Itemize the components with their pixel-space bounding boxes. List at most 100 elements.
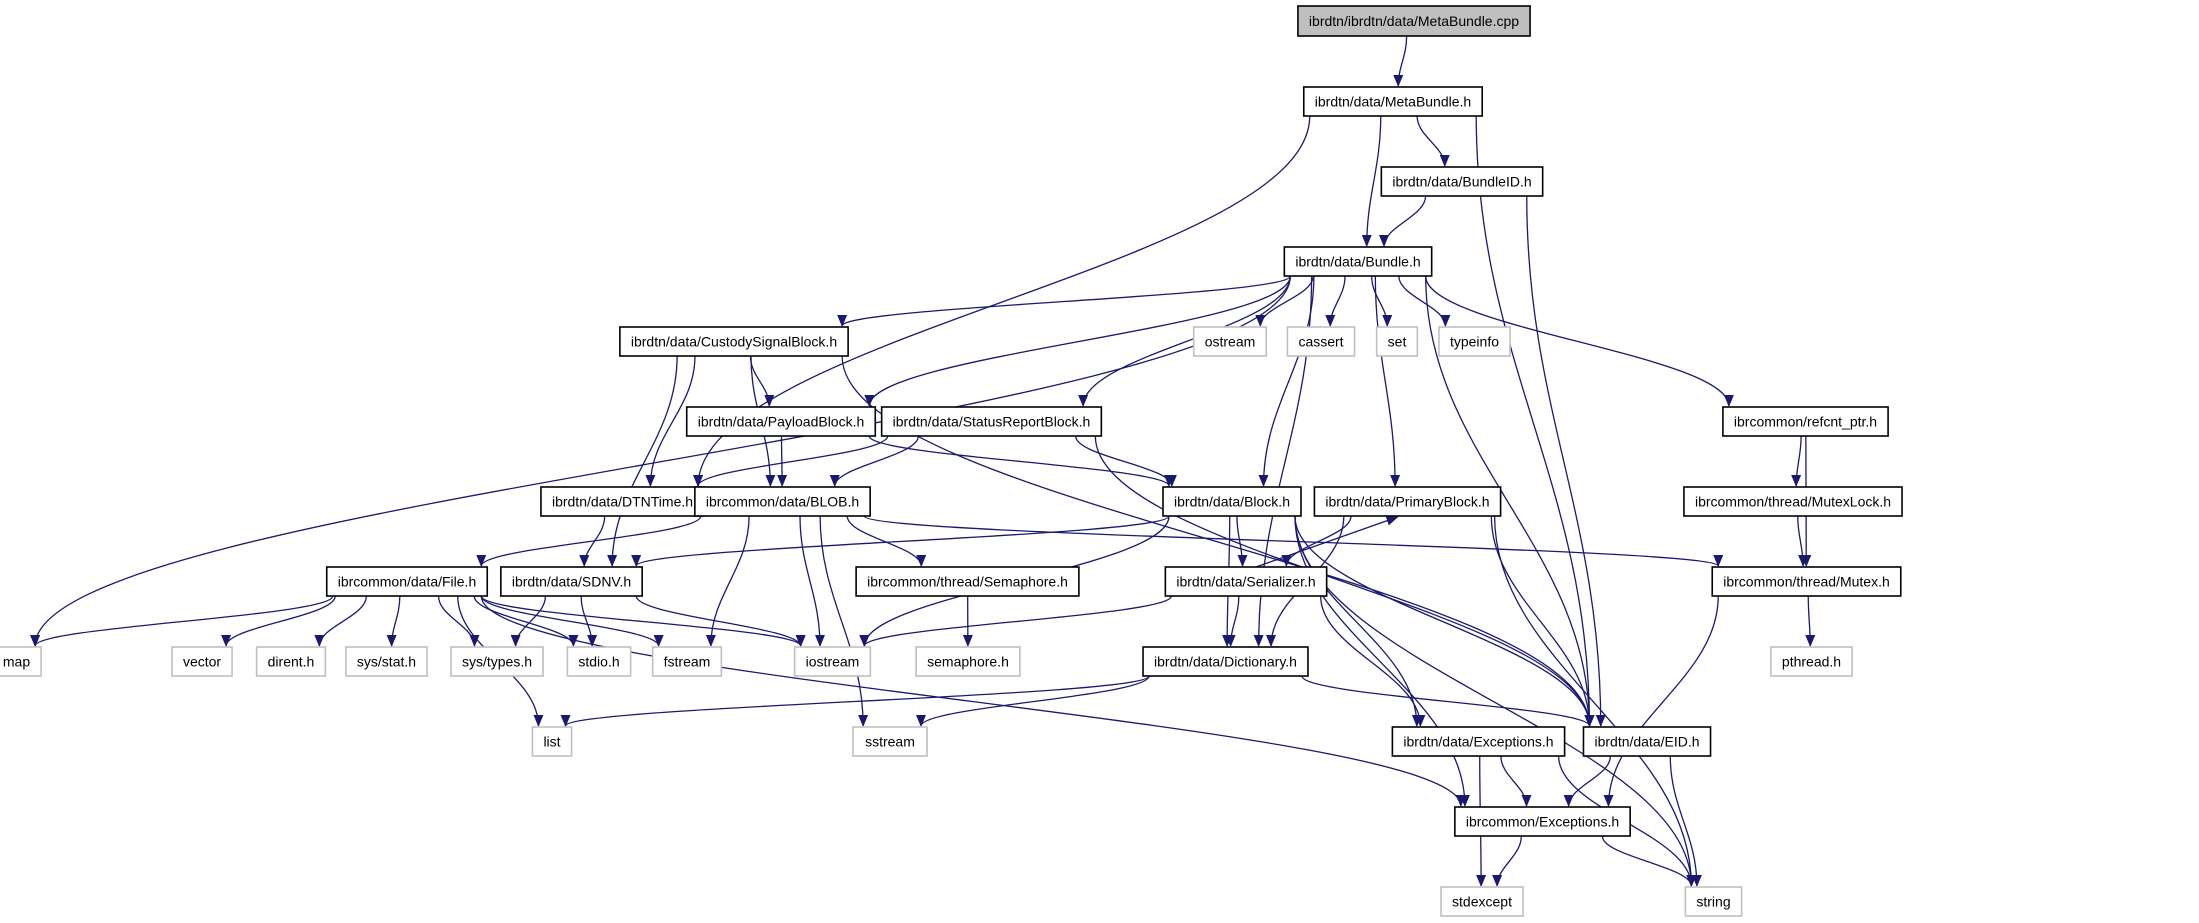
edge-bundle_h-to-custody_h <box>837 275 1291 327</box>
edge-serializer_h-to-iostream <box>859 595 1172 647</box>
node-box <box>1391 726 1566 757</box>
edge-line <box>1500 755 1532 807</box>
edge-bundle_h-to-status_h <box>1078 275 1291 407</box>
node-label: ibrdtn/data/Block.h <box>1174 494 1290 510</box>
node-box <box>345 646 428 677</box>
edge-file_h-to-iostream <box>480 595 806 647</box>
node-box <box>1380 166 1544 197</box>
node-box <box>1313 486 1502 517</box>
edge-primary_h-to-eid_h <box>1490 515 1595 727</box>
edge-mutex_h-to-commonexc_h <box>1603 595 1719 807</box>
node-refcnt-h[interactable]: ibrcommon/refcnt_ptr.h <box>1722 406 1889 437</box>
edge-line <box>1301 675 1595 727</box>
node-label: ibrdtn/data/Exceptions.h <box>1403 734 1553 750</box>
edge-commonexc_h-to-string <box>1601 835 1697 887</box>
node-box <box>325 566 489 597</box>
node-box <box>1438 326 1511 357</box>
node-box <box>171 646 233 677</box>
edge-line <box>1490 515 1595 727</box>
node-label: ibrcommon/thread/MutexLock.h <box>1695 494 1891 510</box>
node-commonexc-h[interactable]: ibrcommon/Exceptions.h <box>1454 806 1631 837</box>
node-payload-h[interactable]: ibrdtn/data/PayloadBlock.h <box>685 406 877 437</box>
edge-line <box>1371 275 1393 327</box>
edge-line <box>1475 115 1595 727</box>
node-label: ibrdtn/data/StatusReportBlock.h <box>893 414 1091 430</box>
node-box <box>1454 806 1631 837</box>
node-box <box>1297 5 1531 37</box>
node-label: ibrcommon/thread/Semaphore.h <box>867 574 1068 590</box>
node-dtnexc-h[interactable]: ibrdtn/data/Exceptions.h <box>1391 726 1566 757</box>
edge-bundle_h-to-refcnt_h <box>1425 275 1734 407</box>
edge-eid_h-to-commonexc_h <box>1563 755 1612 807</box>
edge-line <box>476 515 702 567</box>
node-box <box>450 646 544 677</box>
edge-bundle_h-to-set <box>1371 275 1393 327</box>
node-metabundle-h[interactable]: ibrdtn/data/MetaBundle.h <box>1302 86 1484 117</box>
node-box <box>1283 246 1433 277</box>
node-pthread: pthread.h <box>1770 646 1853 677</box>
edge-line <box>819 515 869 727</box>
edge-line <box>314 595 368 647</box>
edge-line <box>1425 275 1595 727</box>
node-box <box>793 646 872 677</box>
edge-line <box>916 675 1150 727</box>
edge-line <box>510 595 547 647</box>
node-metabundle-cpp[interactable]: ibrdtn/ibrdtn/data/MetaBundle.cpp <box>1297 5 1531 37</box>
node-custody-h[interactable]: ibrdtn/data/CustodySignalBlock.h <box>619 326 849 357</box>
node-label: vector <box>183 654 221 670</box>
edge-bundle_h-to-cassert <box>1325 275 1346 327</box>
edge-line <box>1374 275 1401 487</box>
node-dtntime-h[interactable]: ibrdtn/data/DTNTime.h <box>540 486 705 517</box>
edge-sdnv_h-to-systypes <box>510 595 547 647</box>
edge-bundleid_h-to-eid_h <box>1526 195 1606 727</box>
edge-line <box>1258 275 1315 487</box>
node-primary-h[interactable]: ibrdtn/data/PrimaryBlock.h <box>1313 486 1502 517</box>
edge-line <box>1393 35 1408 87</box>
node-mutex-h[interactable]: ibrcommon/thread/Mutex.h <box>1711 566 1902 597</box>
node-label: ibrdtn/ibrdtn/data/MetaBundle.cpp <box>1309 13 1519 29</box>
edge-sdnv_h-to-stdio <box>580 595 598 647</box>
edge-file_h-to-stdio <box>473 595 579 647</box>
node-semaphore-h[interactable]: ibrcommon/thread/Semaphore.h <box>855 566 1080 597</box>
node-label: ibrcommon/Exceptions.h <box>1466 814 1619 830</box>
edge-line <box>749 355 775 407</box>
node-block-h[interactable]: ibrdtn/data/Block.h <box>1162 486 1302 517</box>
edge-file_h-to-sysstat <box>386 595 401 647</box>
edge-line <box>1492 835 1522 887</box>
node-bundleid-h[interactable]: ibrdtn/data/BundleID.h <box>1380 166 1544 197</box>
edge-line <box>799 515 825 647</box>
edge-line <box>846 515 927 567</box>
node-list: list <box>531 726 573 757</box>
node-sysstat: sys/stat.h <box>345 646 428 677</box>
node-eid-h[interactable]: ibrdtn/data/EID.h <box>1582 726 1712 757</box>
node-sdnv-h[interactable]: ibrdtn/data/SDNV.h <box>500 566 643 597</box>
node-box <box>855 566 1080 597</box>
edge-file_h-to-systypes <box>437 595 480 647</box>
node-bundle-h[interactable]: ibrdtn/data/Bundle.h <box>1283 246 1433 277</box>
edge-serializer_h-to-dictionary_h <box>1225 595 1240 647</box>
edge-serializer_h-to-primary_h <box>1255 515 1399 568</box>
node-dictionary-h[interactable]: ibrdtn/data/Dictionary.h <box>1142 646 1309 677</box>
node-label: ibrdtn/data/DTNTime.h <box>552 494 693 510</box>
node-blob-h[interactable]: ibrcommon/data/BLOB.h <box>694 486 871 517</box>
node-box <box>651 646 723 677</box>
edge-dtnexc_h-to-commonexc_h <box>1500 755 1532 807</box>
edge-line <box>1236 515 1248 567</box>
edge-mutex_h-to-pthread <box>1805 595 1816 647</box>
node-label: ibrdtn/data/Bundle.h <box>1295 254 1420 270</box>
node-label: set <box>1388 334 1407 350</box>
edge-block_h-to-commonexc_h <box>1294 515 1470 807</box>
node-mutexlock-h[interactable]: ibrcommon/thread/MutexLock.h <box>1683 486 1903 517</box>
edge-line <box>1325 275 1346 327</box>
node-box <box>1440 886 1524 917</box>
node-label: pthread.h <box>1782 654 1841 670</box>
node-file-h[interactable]: ibrcommon/data/File.h <box>325 566 489 597</box>
edge-line <box>30 595 334 647</box>
node-status-h[interactable]: ibrdtn/data/StatusReportBlock.h <box>880 406 1103 437</box>
node-serializer-h[interactable]: ibrdtn/data/Serializer.h <box>1164 566 1328 597</box>
node-sstream: sstream <box>852 726 928 757</box>
node-box <box>566 646 632 677</box>
edge-line <box>777 435 788 487</box>
node-label: dirent.h <box>268 654 315 670</box>
node-set: set <box>1375 326 1419 357</box>
